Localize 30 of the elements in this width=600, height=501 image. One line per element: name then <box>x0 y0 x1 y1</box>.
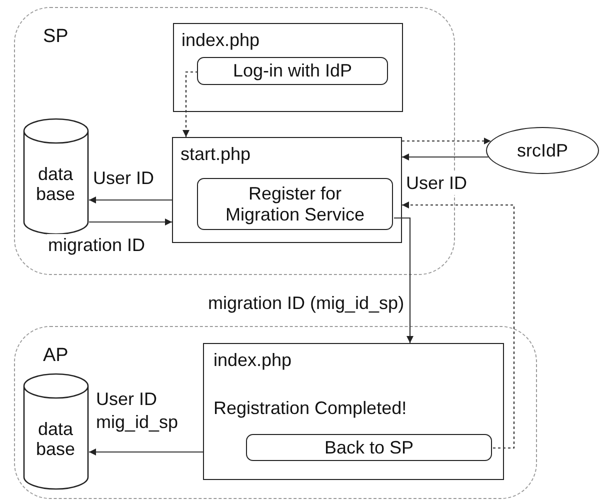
button-box <box>197 57 388 85</box>
arrow <box>402 154 488 160</box>
file-name: start.php <box>180 144 251 164</box>
database-cylinder <box>22 372 88 490</box>
node-text: data base <box>34 418 76 460</box>
node-text: Registration Completed! <box>214 398 407 418</box>
arrow <box>89 196 172 204</box>
page-box <box>202 342 504 480</box>
arrow <box>89 448 203 456</box>
page-box <box>172 136 402 242</box>
arrow <box>394 217 414 343</box>
file-name: index.php <box>214 350 292 370</box>
edge-label: User ID <box>405 172 468 196</box>
page-box <box>172 22 402 112</box>
arrow <box>89 218 172 226</box>
button-box <box>246 434 492 461</box>
arrow <box>402 138 491 144</box>
node-text: srcIdP <box>516 140 569 161</box>
button-box <box>197 178 393 230</box>
region-title: SP <box>43 26 68 48</box>
button-label: Back to SP <box>323 437 415 458</box>
arrow <box>402 202 515 449</box>
database-cylinder <box>22 118 88 234</box>
edge-label: migration ID <box>47 234 146 258</box>
arrow <box>182 71 198 137</box>
region-title: AP <box>43 345 68 367</box>
button-label: Register for Migration Service <box>224 183 366 225</box>
button-label: Log-in with IdP <box>232 60 354 82</box>
file-name: index.php <box>182 30 260 50</box>
node-text: data base <box>34 164 76 205</box>
